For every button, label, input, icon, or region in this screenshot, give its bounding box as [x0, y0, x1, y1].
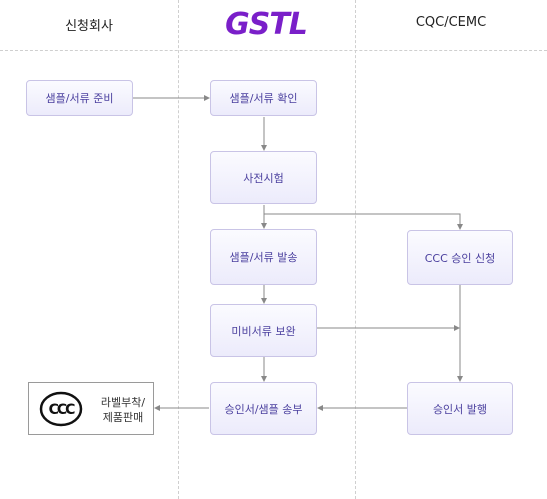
step-apply: CCC 승인 신청 [407, 230, 513, 285]
ccc-label-text: 라벨부착/ 제품판매 [95, 395, 151, 425]
step-send: 샘플/서류 발송 [210, 229, 317, 285]
ccc-mark-icon: CCC [39, 391, 83, 427]
step-issue: 승인서 발행 [407, 382, 513, 435]
gstl-logo: GSTL [212, 6, 320, 42]
gstl-logo-text: GSTL [225, 7, 307, 40]
step-pretest: 사전시험 [210, 151, 317, 204]
ccc-label-line1: 라벨부착/ [100, 396, 146, 409]
column-divider-right [355, 0, 356, 499]
step-supplement: 미비서류 보완 [210, 304, 317, 357]
ccc-label-line2: 제품판매 [102, 411, 144, 424]
arrow-pretest-to-apply [264, 213, 463, 230]
column-header-applicant: 신청회사 [65, 19, 113, 34]
step-confirm: 샘플/서류 확인 [210, 80, 317, 116]
step-approve-send: 승인서/샘플 송부 [210, 382, 317, 435]
column-divider-left [178, 0, 179, 499]
header-divider [0, 50, 547, 51]
ccc-label-box: CCC 라벨부착/ 제품판매 [28, 382, 154, 435]
column-header-cqc: CQC/CEMC [415, 15, 487, 30]
gstl-logo-mark: GSTL [225, 7, 308, 42]
step-prepare: 샘플/서류 준비 [26, 80, 133, 116]
ccc-mark-text: CCC [49, 402, 76, 418]
